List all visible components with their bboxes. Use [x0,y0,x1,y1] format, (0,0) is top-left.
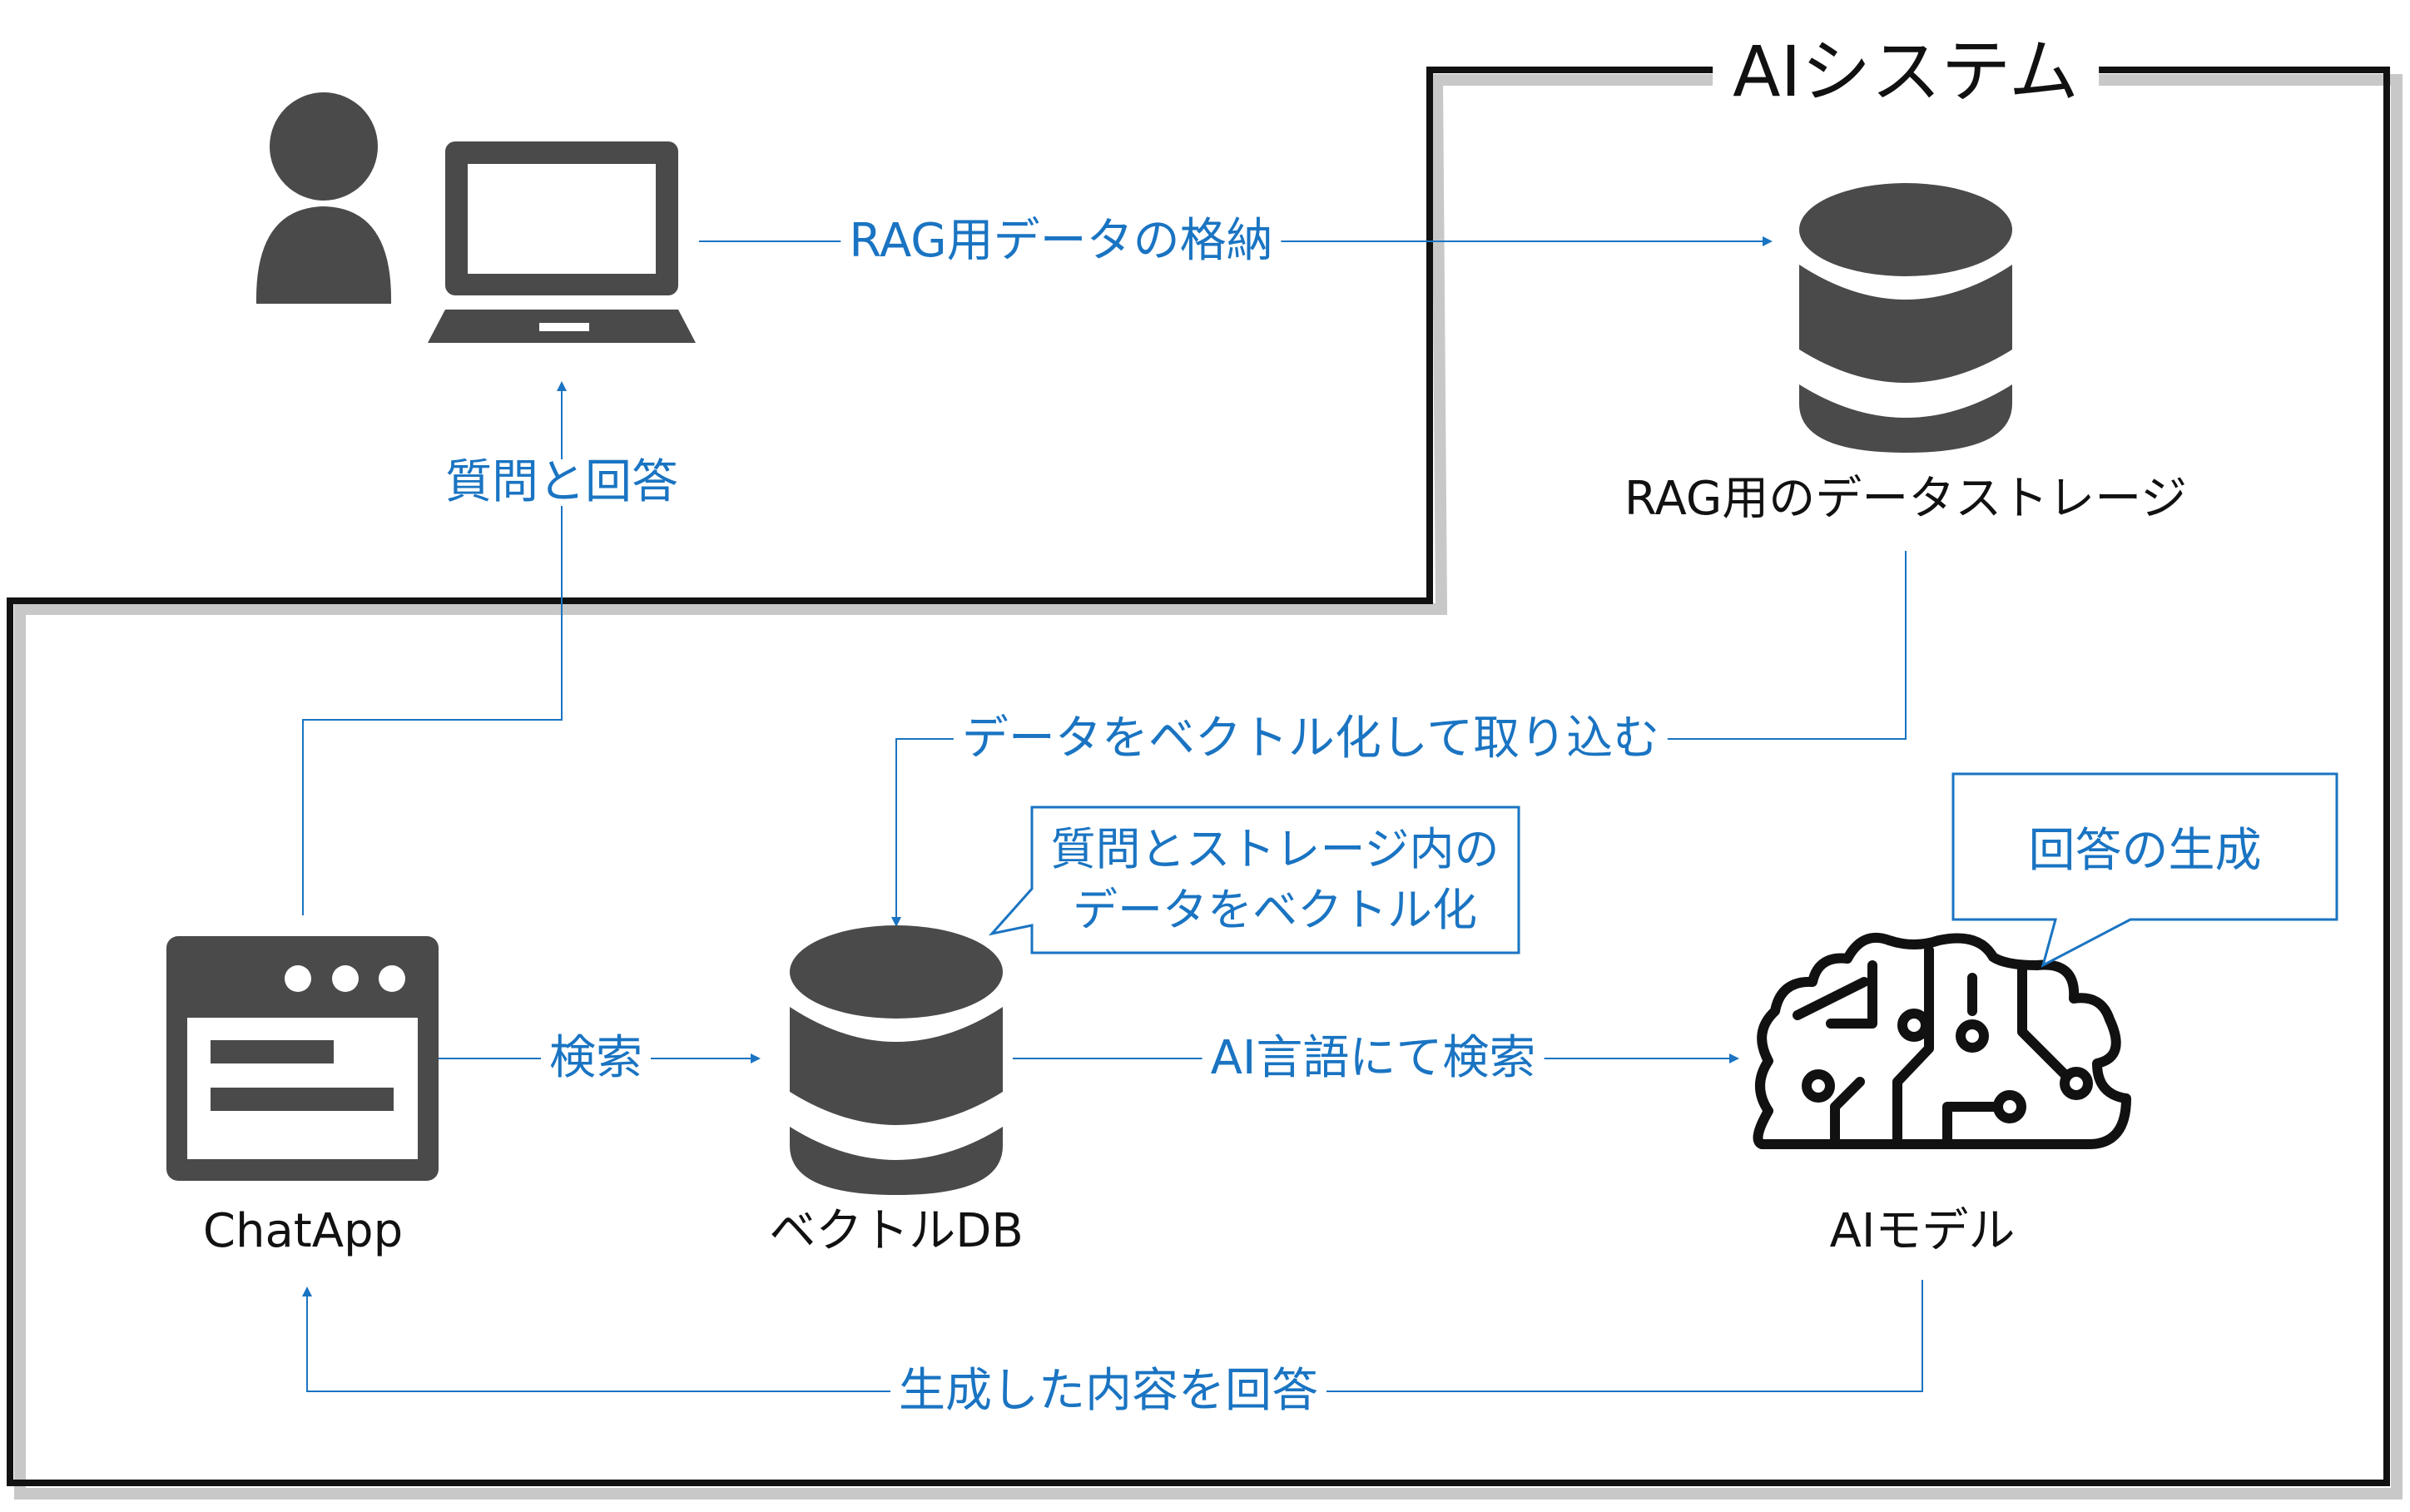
vectorize-callout-box [988,806,1520,954]
edge-answer-label: 生成した内容を回答 [890,1368,1326,1415]
storage-label: RAG用のデータストレージ [1624,472,2188,526]
laptop-icon [428,141,696,343]
chatapp-window-icon [166,936,439,1181]
chatapp-label: ChatApp [202,1204,404,1258]
storage-database-icon [1799,183,2012,453]
vectordb-label: ベクトルDB [769,1204,1024,1258]
edge-store-label: RAG用データの格納 [841,218,1282,265]
generate-callout-box [1951,772,2338,968]
edge-ai-search-label: AI言語にて検索 [1202,1035,1545,1082]
ai-system-frame-shadow [14,74,2403,1500]
vectorize-callout-text: 質問とストレージ内のデータをベクトル化 [1050,823,1500,936]
aimodel-brain-icon [1753,932,2131,1149]
edge-qa-label: 質問と回答 [437,459,687,506]
edge-search-label: 検索 [541,1035,651,1082]
user-icon [255,92,392,304]
vectordb-database-icon [790,925,1003,1195]
generate-callout-text: 回答の生成 [2028,824,2262,878]
edge-vectorize-label: データをベクトル化して取り込む [953,716,1669,762]
edge-qa-line [302,381,567,915]
aimodel-label: AIモデル [1829,1204,2016,1258]
ai-system-frame [7,67,2390,1486]
ai-system-title: AIシステム [1713,37,2099,107]
